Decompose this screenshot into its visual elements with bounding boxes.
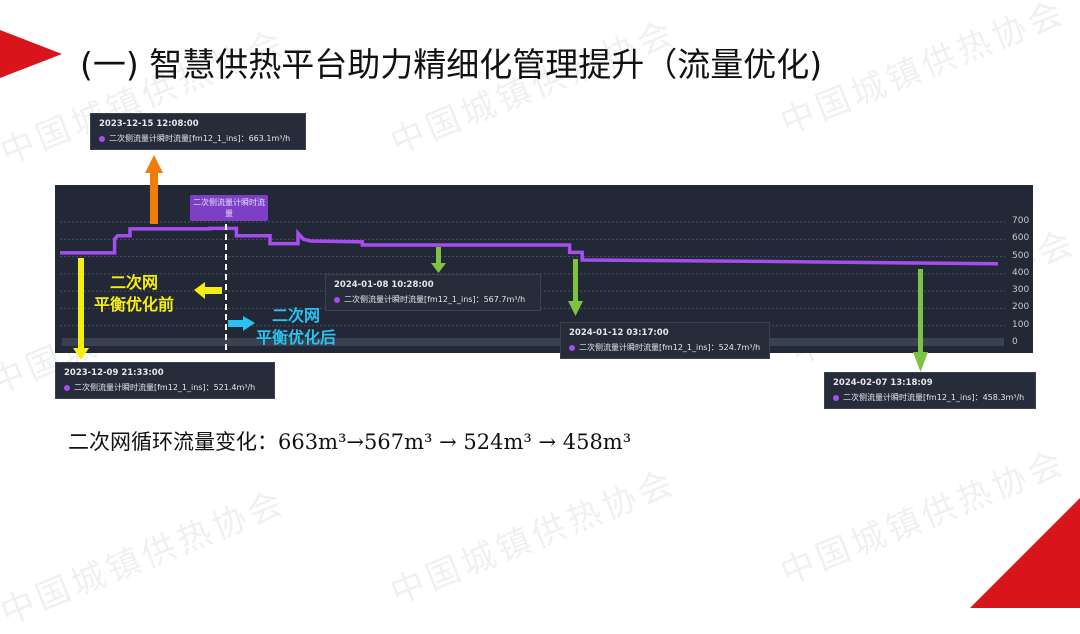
y-tick-label: 600: [1012, 233, 1030, 244]
tooltip: 2023-12-09 21:33:00 二次侧流量计瞬时流量[fm12_1_ins…: [55, 362, 275, 399]
tooltip-value: 二次侧流量计瞬时流量[fm12_1_ins]：458.3m³/h: [843, 393, 1025, 402]
tooltip: 2024-01-12 03:17:00 二次侧流量计瞬时流量[fm12_1_ins…: [560, 322, 770, 359]
yellow-left-arrow: [194, 282, 222, 299]
annotation-line: 平衡优化前: [94, 295, 175, 314]
blue-right-arrow: [228, 316, 255, 331]
annotation-after: 二次网 平衡优化后: [256, 305, 336, 349]
orange-up-arrow: [145, 155, 163, 224]
annotation-line: 平衡优化后: [256, 328, 337, 347]
red-corner-triangle: [970, 498, 1080, 608]
tooltip-date: 2023-12-15 12:08:00: [99, 119, 199, 129]
y-tick-label: 300: [1012, 285, 1030, 296]
zoom-scrollbar[interactable]: [62, 338, 1004, 346]
series-dot-icon: [99, 135, 105, 142]
yellow-down-arrow: [73, 258, 89, 360]
series-dot-icon: [64, 384, 70, 391]
tooltip: 2024-02-07 13:18:09 二次侧流量计瞬时流量[fm12_1_ins…: [824, 372, 1036, 409]
y-tick-label: 400: [1012, 267, 1030, 278]
tooltip: 2023-12-15 12:08:00 二次侧流量计瞬时流量[fm12_1_ins…: [90, 113, 306, 150]
tooltip-value: 二次侧流量计瞬时流量[fm12_1_ins]：663.1m³/h: [109, 134, 291, 143]
flow-change-summary: 二次网循环流量变化：663m³→567m³ → 524m³ → 458m³: [68, 430, 632, 454]
green-down-arrow: [431, 247, 446, 273]
tooltip-value: 二次侧流量计瞬时流量[fm12_1_ins]：524.7m³/h: [579, 343, 761, 352]
green-down-arrow: [913, 269, 928, 372]
y-tick-label: 0: [1012, 337, 1018, 347]
annotation-line: 二次网: [272, 306, 321, 325]
tooltip: 2024-01-08 10:28:00 二次侧流量计瞬时流量[fm12_1_ins…: [325, 274, 541, 311]
tooltip-date: 2024-01-08 10:28:00: [334, 280, 434, 290]
red-corner-triangle: [0, 30, 62, 78]
tooltip-date: 2024-01-12 03:17:00: [569, 328, 669, 338]
tooltip-value: 二次侧流量计瞬时流量[fm12_1_ins]：567.7m³/h: [344, 295, 526, 304]
series-dot-icon: [833, 394, 839, 401]
y-tick-label: 200: [1012, 302, 1030, 313]
tooltip-date: 2024-02-07 13:18:09: [833, 378, 933, 388]
green-down-arrow: [568, 259, 583, 316]
series-dot-icon: [334, 296, 340, 303]
chart-svg: [60, 155, 1005, 372]
annotation-line: 二次网: [110, 273, 159, 292]
page-title: (一) 智慧供热平台助力精细化管理提升（流量优化): [80, 45, 823, 84]
series-dot-icon: [569, 344, 575, 351]
tooltip-date: 2023-12-09 21:33:00: [64, 368, 164, 378]
y-tick-label: 100: [1012, 319, 1030, 330]
y-tick-label: 500: [1012, 250, 1030, 261]
annotation-before: 二次网 平衡优化前: [94, 272, 174, 316]
series-line: [60, 226, 999, 266]
tooltip-value: 二次侧流量计瞬时流量[fm12_1_ins]：521.4m³/h: [74, 383, 256, 392]
y-tick-label: 700: [1012, 216, 1030, 226]
series-label-box: 二次侧流量计瞬时流量: [190, 195, 268, 221]
